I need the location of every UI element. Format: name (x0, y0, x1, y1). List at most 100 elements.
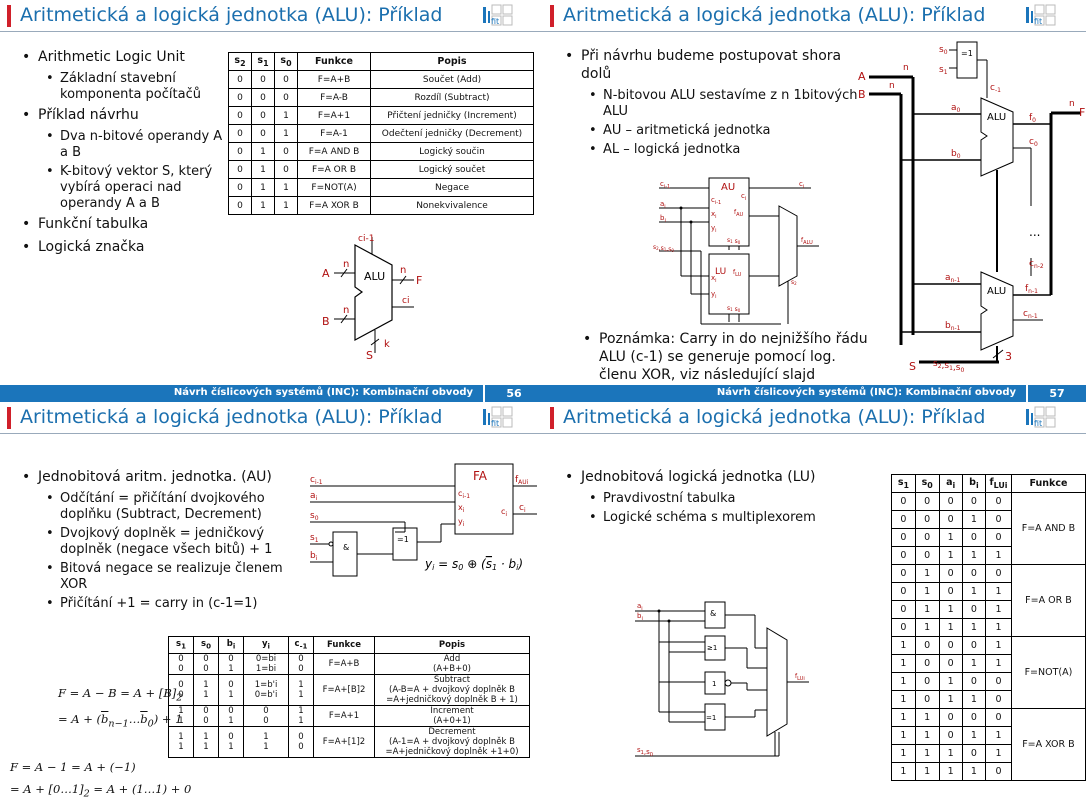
header-cell: bi (218, 636, 244, 654)
table-cell: 1=b'i 0=b'i (243, 674, 289, 706)
svg-text:cn-1: cn-1 (1023, 309, 1038, 320)
table-cell: 0 (985, 510, 1012, 529)
svg-text:&: & (343, 543, 349, 552)
table-cell: 0 (228, 70, 252, 89)
table-cell: 1 (985, 654, 1012, 673)
table-cell: 1 (891, 726, 916, 745)
table-cell: 1 1 (288, 705, 314, 727)
bullet: Při návrhu budeme postupovat shora dolů (563, 47, 871, 83)
table-cell: 0 (274, 70, 298, 89)
title-bar: Aritmetická a logická jednotka (ALU): Př… (543, 0, 1086, 32)
table-cell: Přičtení jedničky (Increment) (370, 106, 534, 125)
svg-text:1: 1 (712, 680, 716, 688)
header-cell: Funkce (1010, 474, 1086, 493)
svg-text:≥1: ≥1 (707, 644, 717, 652)
table-cell: 0 (914, 654, 940, 673)
table-cell: 1 (914, 708, 940, 727)
table-cell: 1 (938, 600, 963, 619)
header-cell: s1 (168, 636, 194, 654)
sub-bullet: Logické schéma s multiplexorem (563, 510, 883, 526)
bullet-list: Arithmetic Logic Unit Základní stavební … (20, 48, 225, 261)
header-cell: s1 (251, 52, 275, 71)
table-cell: Decrement (A-1=A + dvojkový doplněk B =A… (374, 726, 530, 758)
table-cell: 0 (961, 600, 987, 619)
table-cell: 0 (274, 142, 298, 161)
table-cell: 1 (961, 654, 987, 673)
fit-logo-icon: fit (1026, 4, 1056, 26)
svg-text:n: n (903, 63, 909, 73)
table-cell: 1 1 (193, 674, 219, 706)
table-cell: 0 (985, 528, 1012, 547)
sub-bullet: Základní stavební komponenta počítačů (20, 71, 225, 103)
sub-bullet: Bitová negace se realizuje členem XOR (20, 561, 300, 593)
table-cell: 0 (891, 582, 916, 601)
sub-bullet: AL – logická jednotka (563, 142, 871, 158)
svg-text:yi: yi (458, 517, 465, 528)
slide-title: Aritmetická a logická jednotka (ALU): Př… (20, 4, 443, 26)
table-cell: 0 (914, 636, 940, 655)
table-cell: Součet (Add) (370, 70, 534, 89)
table-cell: 1 (274, 178, 298, 197)
title-bar: Aritmetická a logická jednotka (ALU): Př… (543, 402, 1086, 434)
table-cell: 0 (274, 88, 298, 107)
svg-text:b0: b0 (951, 149, 961, 160)
table-cell: 1 (251, 196, 275, 215)
header-cell: Popis (374, 636, 530, 654)
table-cell: 0 (914, 510, 940, 529)
table-cell: 1 (914, 726, 940, 745)
table-cell: 0 (961, 528, 987, 547)
table-cell: F=A+B (313, 653, 375, 675)
svg-text:bi: bi (637, 612, 643, 622)
svg-text:c0: c0 (1029, 137, 1038, 148)
table-cell: Negace (370, 178, 534, 197)
table-cell: Rozdíl (Subtract) (370, 88, 534, 107)
slide-title: Aritmetická a logická jednotka (ALU): Př… (563, 4, 986, 26)
table-cell: 1 (985, 726, 1012, 745)
decrement-formula-2: = A + [0…1]2 = A + (1…1) + 0 (10, 782, 192, 800)
svg-text:n: n (343, 305, 349, 316)
svg-text:s0: s0 (310, 511, 319, 522)
table-cell: 0 1 (218, 653, 244, 675)
table-cell: 0 (914, 690, 940, 709)
table-cell: 1 (914, 600, 940, 619)
bullet: Jednobitová aritm. jednotka. (AU) (20, 468, 310, 486)
title-accent (550, 407, 554, 429)
fit-logo-icon: fit (483, 406, 513, 428)
sub-bullet: AU – aritmetická jednotka (563, 123, 871, 139)
header-cell: Funkce (297, 52, 371, 71)
table-cell: 0 1 (218, 674, 244, 706)
table-cell: F=A+B (297, 70, 371, 89)
table-cell: Odečtení jedničky (Decrement) (370, 124, 534, 143)
footer-text: Návrh číslicových systémů (INC): Kombina… (173, 387, 473, 398)
sub-bullet: Odčítání = přičítání dvojkového doplňku … (20, 491, 300, 523)
table-cell: 1 (938, 618, 963, 637)
svg-text:xi: xi (711, 210, 717, 220)
table-cell: 0 0 (288, 726, 314, 758)
table-cell: F=NOT(A) (297, 178, 371, 197)
svg-text:ci-1: ci-1 (660, 180, 670, 190)
table-cell: 0 (938, 726, 963, 745)
table-cell: F=A OR B (297, 160, 371, 179)
table-cell: 0 (228, 124, 252, 143)
table-cell: 0 (228, 160, 252, 179)
svg-text:ci-1: ci-1 (358, 234, 374, 244)
table-cell: 1 (251, 178, 275, 197)
table-cell: 0 (914, 492, 940, 511)
table-cell: 0 (938, 492, 963, 511)
table-cell: 0 (891, 618, 916, 637)
svg-text:ci: ci (501, 507, 507, 518)
